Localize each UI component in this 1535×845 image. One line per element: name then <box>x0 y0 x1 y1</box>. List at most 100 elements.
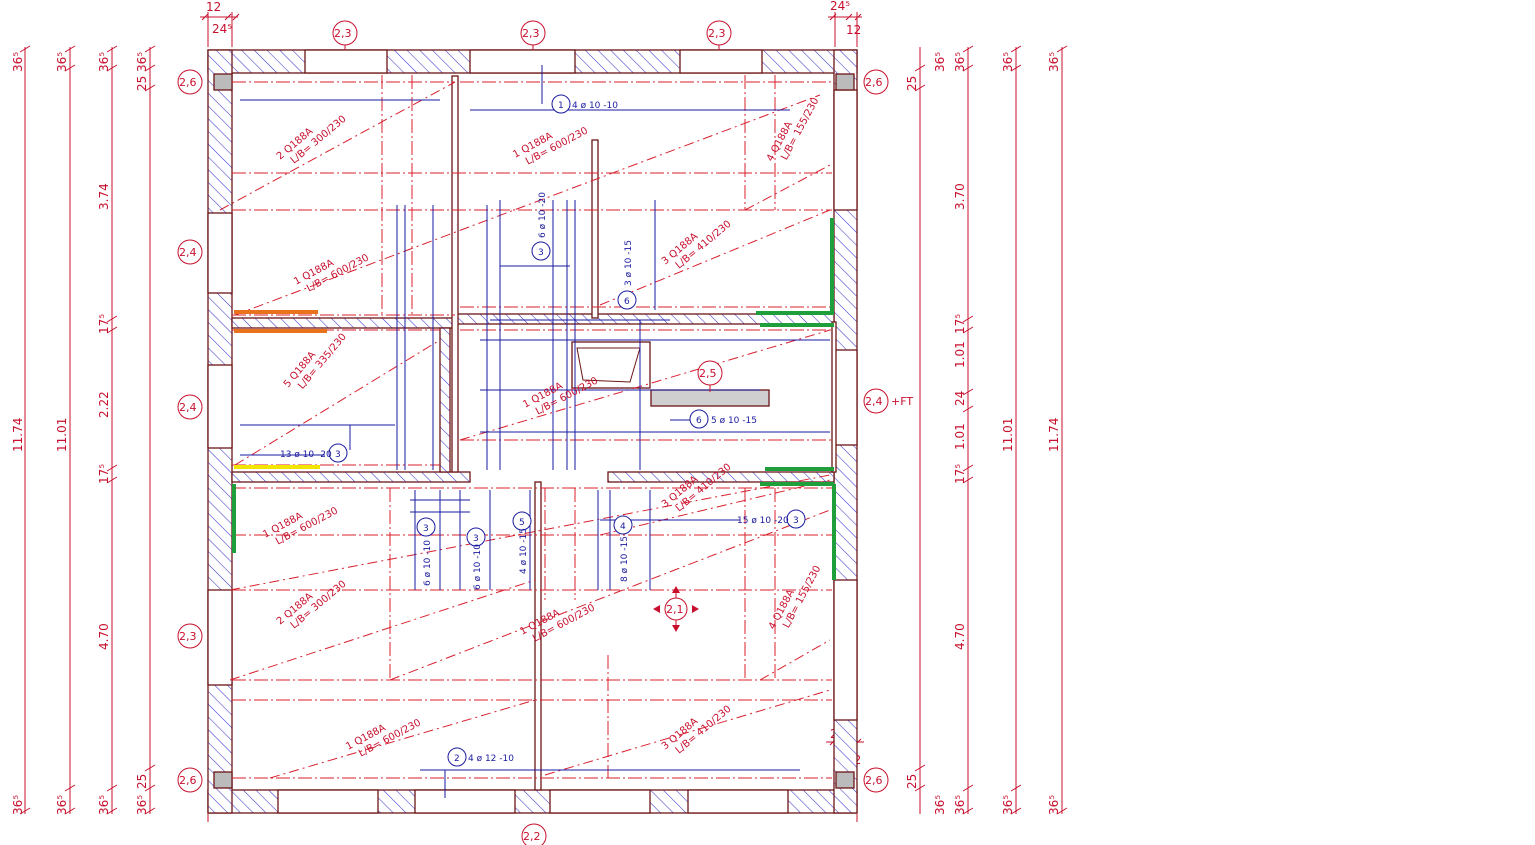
dim-right-outer-2: 11.74 <box>1047 418 1061 452</box>
dim-left-small-3: 25 <box>135 774 149 789</box>
svg-text:6: 6 <box>624 297 630 307</box>
dim-left-inner-2: 11.01 <box>55 418 69 452</box>
height-marker-top-1: 2,3 <box>332 20 358 50</box>
dim-right-room-5: 24 <box>953 391 967 406</box>
dim-right-room-1: 36⁵ <box>953 52 967 72</box>
dim-right-room-8: 4.70 <box>953 623 967 650</box>
height-marker-right-suffix: +FT <box>891 395 913 408</box>
svg-text:2: 2 <box>454 754 460 764</box>
rebar-label-10: 3 15 ø 10 -20 <box>737 509 806 529</box>
svg-text:2,4: 2,4 <box>179 401 197 414</box>
rebar-label-9: 4 8 ø 10 -15 <box>613 515 633 582</box>
svg-text:6: 6 <box>696 416 702 426</box>
dim-left-outer-1: 36⁵ <box>11 52 25 72</box>
dim-left-outer-2: 11.74 <box>11 418 25 452</box>
dim-right-room-6: 1.01 <box>953 423 967 450</box>
wall-interior-h3 <box>231 471 471 483</box>
svg-text:15 ø 10 -20: 15 ø 10 -20 <box>737 516 789 526</box>
svg-text:3: 3 <box>335 450 341 460</box>
dim-right-room-4: 1.01 <box>953 341 967 368</box>
svg-text:13 ø 10 -20: 13 ø 10 -20 <box>280 450 332 460</box>
svg-text:3: 3 <box>793 516 799 526</box>
svg-text:4 ø 10 -15: 4 ø 10 -15 <box>519 528 529 574</box>
rebar-label-7: 36 ø 10 -10 <box>466 527 486 590</box>
dim-top-left-12: 12 <box>206 0 221 14</box>
svg-text:6 ø 10 -10: 6 ø 10 -10 <box>473 544 483 590</box>
height-marker-left-5: 2,6 <box>177 767 203 793</box>
svg-text:2,3: 2,3 <box>179 630 197 643</box>
dim-left-room-5: 17⁵ <box>97 464 111 484</box>
svg-text:2,1: 2,1 <box>666 603 684 616</box>
svg-text:2,4: 2,4 <box>865 395 883 408</box>
rebar-label-6: 36 ø 10 -10 <box>416 517 436 586</box>
dim-left-outer-3: 36⁵ <box>11 795 25 815</box>
dim-left-room-4: 2.22 <box>97 391 111 418</box>
dim-right-room-7: 17⁵ <box>953 464 967 484</box>
dimension-texts: 12 24⁵ 24⁵ 12 24⁵ 12 36⁵ 11.74 36⁵ 36⁵ 1… <box>11 0 1061 815</box>
rebar-label-2: 3 6 ø 10 -20 <box>531 192 551 261</box>
svg-text:5: 5 <box>519 518 525 528</box>
rebar-label-11: 2 4 ø 12 -10 <box>447 747 514 767</box>
dim-top-right-12: 12 <box>846 23 861 37</box>
dim-top-right-245: 24⁵ <box>830 0 850 13</box>
svg-text:8 ø 10 -15: 8 ø 10 -15 <box>620 536 630 582</box>
rebar-lines <box>240 65 830 798</box>
dim-left-small-2: 25 <box>135 76 149 91</box>
dim-left-room-7: 36⁵ <box>97 795 111 815</box>
dim-right-room-3: 17⁵ <box>953 314 967 334</box>
beam-center <box>650 389 770 407</box>
svg-text:2,6: 2,6 <box>865 76 883 89</box>
dim-right-small-3: 36⁵ <box>933 52 947 72</box>
svg-text:2,5: 2,5 <box>699 367 717 380</box>
svg-text:2,4: 2,4 <box>179 246 197 259</box>
height-marker-bottom: 2,2 <box>521 823 547 845</box>
height-marker-top-2: 2,3 <box>520 20 546 50</box>
dimension-lines <box>19 12 1068 822</box>
rebar-label-3: 63 ø 10 -15 <box>617 240 637 310</box>
svg-text:4: 4 <box>620 522 626 532</box>
dim-right-inner-3: 36⁵ <box>1001 795 1015 815</box>
slope-marker: 2,1 <box>653 586 699 632</box>
svg-text:3: 3 <box>473 534 479 544</box>
svg-text:4 ø 12 -10: 4 ø 12 -10 <box>468 754 514 764</box>
svg-text:6 ø 10 -20: 6 ø 10 -20 <box>538 192 548 238</box>
dim-right-inner-1: 36⁵ <box>1001 52 1015 72</box>
rebar-label-8: 54 ø 10 -15 <box>512 511 532 574</box>
height-marker-right-2: 2,4 +FT <box>863 388 913 414</box>
dim-right-outer-1: 36⁵ <box>1047 52 1061 72</box>
height-marker-left-4: 2,3 <box>177 623 203 649</box>
dim-right-small-1: 25 <box>905 76 919 91</box>
dim-left-small-1: 36⁵ <box>135 52 149 72</box>
wall-interior-h1 <box>231 317 458 329</box>
wall-interior-v2 <box>439 327 451 473</box>
mesh-lines <box>219 75 832 779</box>
rebar-label-5: 313 ø 10 -20 <box>280 443 348 463</box>
stair-opening <box>571 341 651 389</box>
dim-right-inner-2: 11.01 <box>1001 418 1015 452</box>
dim-left-inner-3: 36⁵ <box>55 795 69 815</box>
svg-text:2,6: 2,6 <box>179 76 197 89</box>
height-marker-center: 2,5 <box>697 360 723 392</box>
wall-interior-v3 <box>591 139 599 319</box>
dim-left-room-1: 36⁵ <box>97 52 111 72</box>
dim-left-room-6: 4.70 <box>97 623 111 650</box>
dim-right-outer-3: 36⁵ <box>1047 795 1061 815</box>
height-marker-left-1: 2,6 <box>177 69 203 95</box>
edge-markers <box>232 218 836 580</box>
svg-text:3: 3 <box>538 248 544 258</box>
wall-interior-v5 <box>831 321 837 473</box>
